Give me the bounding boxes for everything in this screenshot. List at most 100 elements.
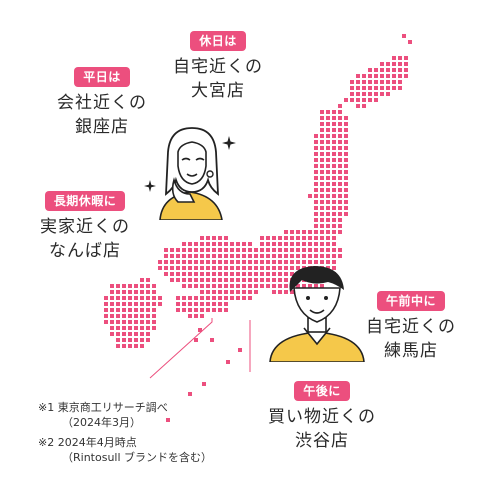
map-dot (200, 254, 204, 258)
map-dot (320, 152, 324, 156)
map-dot (296, 248, 300, 252)
map-dot (326, 212, 330, 216)
map-dot (332, 140, 336, 144)
map-dot (408, 40, 412, 44)
map-dot (254, 284, 258, 288)
map-dot (242, 290, 246, 294)
map-dot (338, 110, 342, 114)
map-dot (128, 290, 132, 294)
map-dot (308, 254, 312, 258)
map-dot (122, 314, 126, 318)
map-dot (140, 290, 144, 294)
map-dot (248, 254, 252, 258)
map-dot (116, 290, 120, 294)
map-dot (386, 74, 390, 78)
map-dot (332, 128, 336, 132)
map-dot (218, 266, 222, 270)
map-dot (128, 326, 132, 330)
map-dot (272, 266, 276, 270)
map-dot (326, 200, 330, 204)
map-dot (212, 284, 216, 288)
map-dot (242, 278, 246, 282)
map-dot (188, 242, 192, 246)
map-dot (230, 290, 234, 294)
map-dot (350, 92, 354, 96)
map-dot (116, 326, 120, 330)
map-dot (254, 254, 258, 258)
map-dot (140, 320, 144, 324)
map-dot (338, 152, 342, 156)
map-dot (284, 260, 288, 264)
map-dot (326, 128, 330, 132)
map-dot (392, 86, 396, 90)
map-dot (344, 212, 348, 216)
map-dot (248, 242, 252, 246)
map-dot (122, 344, 126, 348)
map-dot (254, 266, 258, 270)
map-dot (320, 206, 324, 210)
map-dot (236, 284, 240, 288)
map-dot (356, 86, 360, 90)
map-dot (146, 296, 150, 300)
map-dot (140, 296, 144, 300)
map-dot (110, 308, 114, 312)
map-dot (188, 314, 192, 318)
map-dot (302, 230, 306, 234)
map-dot (332, 182, 336, 186)
map-dot (224, 260, 228, 264)
map-dot (182, 272, 186, 276)
man-illustration (269, 266, 365, 362)
map-dot (338, 230, 342, 234)
map-dot (362, 98, 366, 102)
map-dot (182, 296, 186, 300)
map-dot (344, 134, 348, 138)
map-dot (338, 146, 342, 150)
map-dot (230, 242, 234, 246)
map-dot (134, 320, 138, 324)
map-dot (260, 236, 264, 240)
callout-afternoon: 午後に 買い物近くの 渋谷店 (262, 380, 382, 453)
map-dot (332, 248, 336, 252)
map-dot (320, 146, 324, 150)
map-dot (326, 248, 330, 252)
map-dot (362, 80, 366, 84)
map-dot (320, 284, 324, 288)
map-dot (290, 230, 294, 234)
map-dot (314, 176, 318, 180)
map-dot (320, 182, 324, 186)
map-dot (290, 236, 294, 240)
map-dot (386, 80, 390, 84)
map-dot (116, 296, 120, 300)
map-dot (326, 236, 330, 240)
map-dot (236, 296, 240, 300)
map-dot (212, 302, 216, 306)
map-dot (398, 62, 402, 66)
map-dot (200, 248, 204, 252)
map-dot (182, 254, 186, 258)
map-dot (212, 308, 216, 312)
map-dot (314, 194, 318, 198)
map-dot (326, 224, 330, 228)
map-dot (206, 278, 210, 282)
map-dot (116, 338, 120, 342)
map-dot (242, 248, 246, 252)
map-dot (146, 290, 150, 294)
map-dot (326, 230, 330, 234)
map-dot (224, 236, 228, 240)
map-dot (326, 164, 330, 168)
map-dot (332, 134, 336, 138)
map-dot (248, 266, 252, 270)
map-dot (320, 200, 324, 204)
map-dot (332, 122, 336, 126)
map-dot (338, 182, 342, 186)
map-dot (314, 170, 318, 174)
map-dot (230, 272, 234, 276)
badge-afternoon: 午後に (294, 381, 350, 401)
map-dot (248, 248, 252, 252)
map-dot (332, 212, 336, 216)
map-dot (272, 284, 276, 288)
map-dot (152, 290, 156, 294)
map-dot (176, 278, 180, 282)
map-dot (314, 260, 318, 264)
map-dot (332, 188, 336, 192)
